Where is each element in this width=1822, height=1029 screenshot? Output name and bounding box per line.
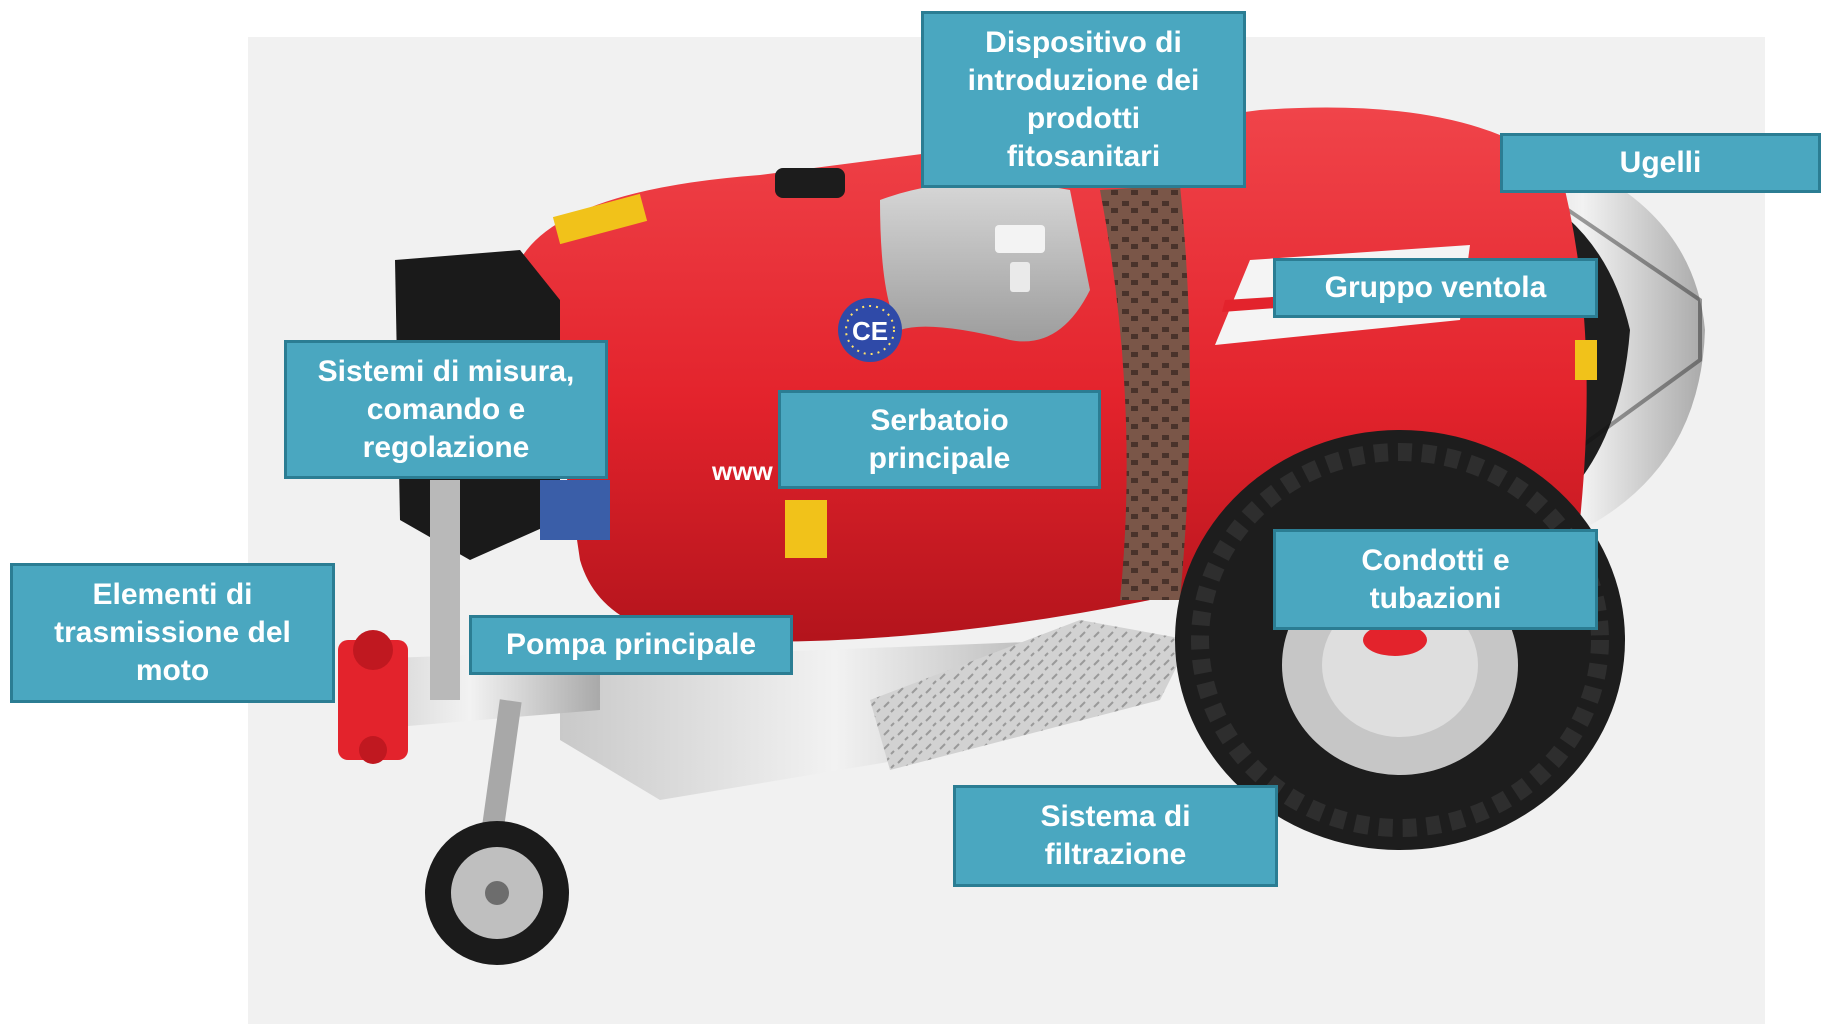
label-condotti-tubazioni: Condotti e tubazioni xyxy=(1273,529,1598,630)
filler-lid xyxy=(995,225,1045,253)
label-serbatoio-principale: Serbatoio principale xyxy=(778,390,1101,489)
chassis-step xyxy=(870,620,1190,770)
top-cap xyxy=(775,168,845,198)
pto-coupling xyxy=(338,630,408,764)
jack-leg xyxy=(478,699,522,851)
filler-tap xyxy=(1010,262,1030,292)
tread-strap xyxy=(1100,185,1190,600)
warning-decal-top xyxy=(552,193,648,245)
label-dispositivo-introduzione: Dispositivo di introduzione dei prodotti… xyxy=(921,11,1246,188)
filler-recess xyxy=(880,182,1090,342)
label-gruppo-ventola: Gruppo ventola xyxy=(1273,258,1598,318)
label-ugelli: Ugelli xyxy=(1500,133,1821,193)
control-valves xyxy=(540,480,610,540)
label-pompa-principale: Pompa principale xyxy=(469,615,793,675)
label-elementi-trasmissione: Elementi di trasmissione del moto xyxy=(10,563,335,703)
ce-logo-text: CE xyxy=(852,316,888,346)
label-sistemi-misura: Sistemi di misura, comando e regolazione xyxy=(284,340,608,479)
ce-mark: CE xyxy=(838,298,902,362)
label-sistema-filtrazione: Sistema di filtrazione xyxy=(953,785,1278,887)
tank-web-text: www xyxy=(711,456,773,486)
warning-decal-rear xyxy=(1575,340,1597,380)
jack-post xyxy=(430,480,460,700)
jockey-wheel xyxy=(425,821,569,965)
warning-decal-side xyxy=(785,500,827,558)
